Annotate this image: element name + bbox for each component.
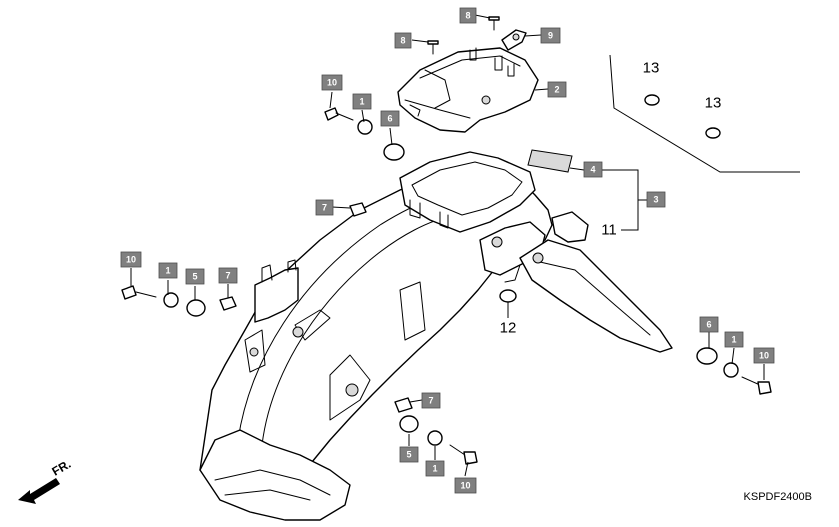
svg-text:10: 10 [460, 481, 470, 491]
label-12: 12 [500, 320, 517, 337]
svg-text:6: 6 [387, 114, 392, 124]
svg-text:1: 1 [165, 266, 170, 276]
svg-text:6: 6 [706, 320, 711, 330]
front-direction-arrow-icon: FR. [18, 457, 73, 504]
callout-5-left: 5 [185, 268, 205, 285]
svg-text:1: 1 [731, 335, 736, 345]
rubber-pad-part-4 [527, 149, 573, 173]
leader-lines [130, 14, 765, 477]
svg-text:4: 4 [590, 165, 595, 175]
callout-7-bottom: 7 [421, 392, 441, 409]
svg-text:7: 7 [322, 203, 327, 213]
callout-7-top: 7 [315, 199, 334, 216]
callout-10-left: 10 [120, 251, 142, 268]
svg-text:5: 5 [192, 272, 197, 282]
label-11: 11 [601, 222, 617, 239]
label-13-upper: 13 [643, 60, 660, 77]
svg-text:8: 8 [400, 36, 405, 46]
hardware-lower-middle [394, 397, 478, 465]
svg-text:1: 1 [432, 464, 437, 474]
callout-3: 3 [646, 191, 666, 208]
callout-1-right: 1 [724, 331, 744, 348]
svg-text:9: 9 [548, 31, 553, 41]
screw-part-8 [427, 16, 500, 55]
callout-1-left: 1 [158, 262, 178, 279]
svg-text:FR.: FR. [50, 457, 74, 479]
hardware-upper-left [324, 107, 405, 161]
svg-text:5: 5 [406, 450, 411, 460]
callout-8-left: 8 [394, 32, 412, 49]
callout-5-bottom: 5 [399, 446, 419, 463]
nut-part-13 [644, 94, 721, 139]
svg-text:10: 10 [327, 78, 337, 88]
hardware-right [696, 347, 772, 395]
clip-part-9 [501, 29, 527, 51]
upper-cover-part [397, 47, 539, 133]
callout-8-top: 8 [459, 7, 477, 24]
svg-text:10: 10 [759, 351, 769, 361]
label-13-lower: 13 [705, 95, 722, 112]
drawing-code: KSPDF2400B [744, 491, 812, 503]
callout-10-right: 10 [753, 347, 775, 364]
callout-10-upper-left: 10 [321, 74, 343, 91]
callout-2: 2 [547, 81, 567, 98]
callout-1-upper-left: 1 [352, 93, 372, 110]
svg-text:1: 1 [359, 97, 364, 107]
callout-9: 9 [540, 27, 561, 44]
svg-text:10: 10 [126, 255, 136, 265]
svg-text:8: 8 [465, 11, 470, 21]
grommet-part-12 [499, 289, 517, 303]
group-divider-line [609, 54, 800, 173]
rear-fender [199, 151, 673, 521]
callout-4: 4 [583, 161, 603, 178]
svg-text:2: 2 [554, 85, 559, 95]
nut-part-7-top [349, 202, 367, 217]
callout-1-bottom: 1 [425, 460, 445, 477]
callout-6-right: 6 [699, 316, 719, 333]
svg-text:7: 7 [225, 271, 230, 281]
callout-6-upper-left: 6 [380, 110, 400, 127]
hardware-left [121, 285, 237, 317]
svg-text:7: 7 [428, 396, 433, 406]
svg-text:3: 3 [653, 195, 658, 205]
callout-7-left: 7 [218, 267, 238, 284]
callout-10-bottom: 10 [454, 477, 477, 494]
